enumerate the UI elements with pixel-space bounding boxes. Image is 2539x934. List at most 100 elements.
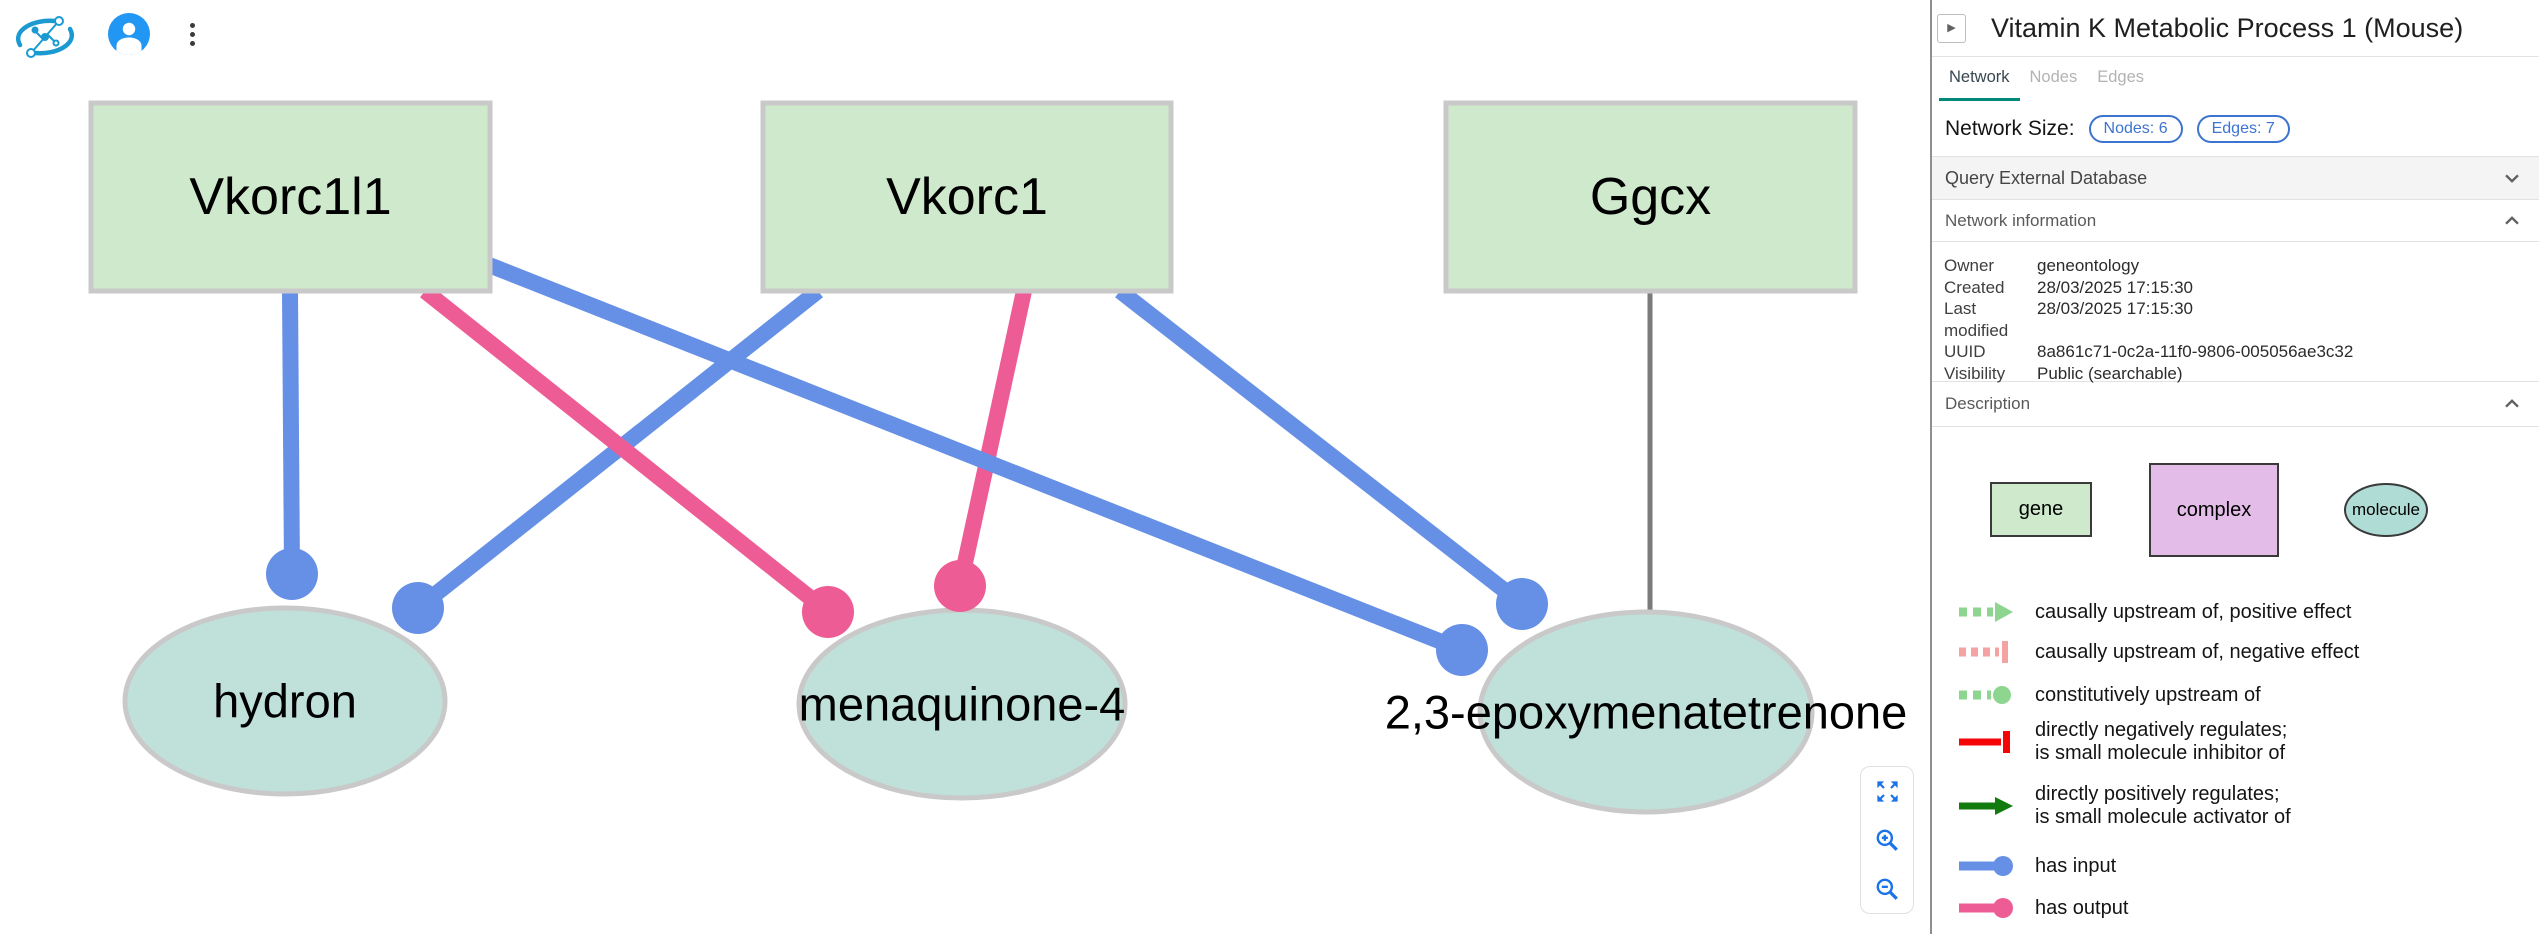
edge-endpoint-dot [392, 582, 444, 634]
tab-nodes[interactable]: Nodes [2029, 68, 2078, 86]
info-value: geneontology [2037, 256, 2140, 275]
dashed-circle-icon [1959, 686, 2011, 704]
complex-legend-label: complex [2176, 498, 2252, 521]
chevron-down-icon[interactable] [2499, 165, 2525, 191]
solid-arrow-icon [1959, 797, 2013, 815]
info-panel: ▶ Vitamin K Metabolic Process 1 (Mouse) … [1930, 0, 2539, 934]
network-size-row: Network Size: Nodes: 6 Edges: 7 [1932, 101, 2539, 157]
legend-row: has input [1957, 853, 2116, 879]
info-value: 8a861c71-0c2a-11f0-9806-005056ae3c32 [2037, 342, 2354, 361]
info-value: 28/03/2025 17:15:30 [2037, 299, 2193, 318]
node-label-2-3-epoxymenatetrenone: 2,3-epoxymenatetrenone [1385, 686, 1908, 739]
description-legend: gene complex molecule causally upstream … [1932, 427, 2539, 934]
node-label-Vkorc1l1: Vkorc1l1 [189, 168, 391, 226]
table-row: Visibility Public (searchable) [1944, 363, 2539, 385]
node-2-3-epoxymenatetrenone[interactable] [1477, 609, 1815, 815]
node-label-Ggcx: Ggcx [1590, 168, 1711, 226]
kebab-dot [190, 40, 195, 46]
network-information-title: Network information [1945, 210, 2097, 230]
legend-row: directly negatively regulates; is small … [1957, 719, 2287, 765]
zoom-out-button[interactable] [1861, 866, 1913, 912]
node-label-menaquinone-4: menaquinone-4 [799, 678, 1126, 731]
ndex-logo[interactable] [10, 11, 80, 63]
tab-edges[interactable]: Edges [2097, 68, 2145, 86]
edge-Vkorc1l1-menaquinone-4[interactable] [420, 284, 833, 619]
description-accordion[interactable]: Description [1932, 382, 2539, 427]
kebab-dot [190, 31, 195, 37]
legend-label: has input [2035, 854, 2117, 877]
fit-to-screen-button[interactable] [1861, 768, 1913, 814]
complex-legend-shape: complex [2149, 463, 2279, 557]
solid-circle-icon [1959, 898, 2013, 918]
legend-label: causally upstream of, negative effect [2035, 640, 2360, 663]
dashed-tee-icon [1959, 641, 2008, 663]
solid-circle-icon [1959, 856, 2013, 876]
edge-endpoint-dot [266, 548, 318, 600]
overflow-menu-button[interactable] [184, 17, 201, 52]
chevron-up-icon[interactable] [2499, 391, 2525, 417]
info-key: Last modified [1944, 299, 2009, 340]
info-key: UUID [1944, 342, 1986, 361]
edge-endpoint-dot [802, 586, 854, 638]
gene-legend-label: gene [2018, 498, 2064, 520]
edge-Vkorc1l1-2-3-epoxymenatetrenone[interactable] [486, 257, 1465, 658]
right-triangle-icon: ▶ [1947, 21, 1956, 34]
table-row: Owner geneontology [1944, 255, 2539, 277]
legend-row: causally upstream of, negative effect [1957, 639, 2359, 665]
query-external-database-accordion[interactable]: Query External Database [1932, 157, 2539, 200]
chevron-up-icon[interactable] [2499, 208, 2525, 234]
node-Ggcx[interactable] [1443, 100, 1858, 294]
tab-network[interactable]: Network [1939, 57, 2020, 101]
edge-endpoint-dot [1496, 578, 1548, 630]
network-information-accordion[interactable]: Network information [1932, 200, 2539, 242]
legend-row: causally upstream of, positive effect [1957, 599, 2351, 625]
info-value: Public (searchable) [2037, 363, 2183, 383]
info-key: Created [1944, 277, 2005, 297]
zoom-in-icon [1876, 829, 1898, 851]
user-avatar-button[interactable] [108, 13, 150, 55]
edge-Vkorc1l1-hydron[interactable] [282, 290, 300, 575]
dashed-arrow-icon [1959, 602, 2013, 622]
legend-label: causally upstream of, positive effect [2035, 600, 2352, 623]
legend-row: constitutively upstream of [1957, 682, 2261, 708]
legend-row: has output [1957, 895, 2128, 921]
table-row: UUID 8a861c71-0c2a-11f0-9806-005056ae3c3… [1944, 341, 2539, 363]
table-row: Last modified 28/03/2025 17:15:30 [1944, 298, 2539, 341]
zoom-out-icon [1876, 878, 1898, 900]
edge-Vkorc1-2-3-epoxymenatetrenone[interactable] [1115, 284, 1527, 611]
node-hydron[interactable] [122, 605, 448, 797]
legend-label: constitutively upstream of [2035, 683, 2261, 706]
topbar [0, 0, 201, 64]
network-size-label: Network Size: [1945, 116, 2075, 140]
legend-label: has output [2035, 896, 2129, 919]
network-information-table: Owner geneontology Created 28/03/2025 17… [1932, 242, 2539, 385]
info-key: Visibility [1944, 363, 2006, 383]
query-external-database-label: Query External Database [1945, 167, 2148, 188]
solid-tee-icon [1959, 731, 2010, 753]
legend-row: directly positively regulates; is small … [1957, 783, 2291, 829]
info-value: 28/03/2025 17:15:30 [2037, 277, 2193, 297]
node-label-Vkorc1: Vkorc1 [886, 168, 1048, 226]
table-row: Created 28/03/2025 17:15:30 [1944, 277, 2539, 299]
edge-endpoint-dot [934, 560, 986, 612]
collapse-panel-button[interactable]: ▶ [1937, 13, 1966, 43]
zoom-in-button[interactable] [1861, 817, 1913, 863]
gene-legend-shape: gene [1990, 482, 2092, 537]
info-key: Owner [1944, 256, 1995, 275]
molecule-legend-label: molecule [2351, 500, 2421, 519]
legend-label: directly negatively regulates; is small … [2035, 719, 2288, 764]
edges-count-badge[interactable]: Edges: 7 [2196, 114, 2290, 143]
node-Vkorc1[interactable] [760, 100, 1174, 294]
nodes-count-badge[interactable]: Nodes: 6 [2088, 114, 2183, 143]
fit-to-screen-icon [1876, 781, 1898, 802]
node-Vkorc1l1[interactable] [88, 100, 493, 294]
canvas-zoom-controls [1860, 766, 1914, 914]
molecule-legend-shape: molecule [2344, 483, 2428, 537]
panel-header: ▶ Vitamin K Metabolic Process 1 (Mouse) [1932, 0, 2539, 57]
edge-Vkorc1-menaquinone-4[interactable] [952, 289, 1032, 588]
legend-label: directly positively regulates; is small … [2035, 783, 2291, 828]
kebab-dot [190, 22, 195, 28]
